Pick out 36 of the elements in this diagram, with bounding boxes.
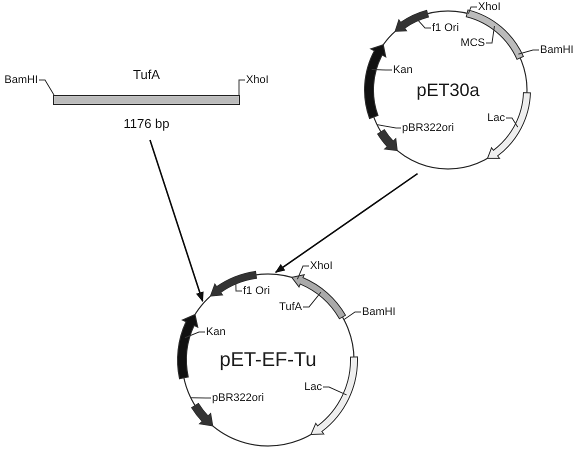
feature-label: f1 Ori (432, 22, 459, 34)
leader-line (190, 397, 212, 398)
arrow (149, 140, 204, 302)
leader-line (371, 69, 392, 70)
leader-line (302, 292, 322, 308)
feature-label: pBR322ori (402, 122, 454, 134)
feature-label: Lac (487, 112, 505, 124)
feature-label: Kan (206, 326, 226, 338)
feature-label: MCS (460, 36, 485, 50)
feature-label: TufA (279, 300, 302, 314)
leader-line (238, 80, 246, 96)
leader-line (322, 386, 348, 396)
plasmid-name: pET30a (416, 79, 480, 101)
leader-line (518, 50, 540, 55)
leader-line (184, 332, 206, 338)
leader-line (343, 312, 362, 320)
arrow (274, 172, 418, 273)
feature-label: BamHI (540, 44, 574, 56)
leader-line (506, 118, 518, 128)
leader-line (376, 124, 402, 128)
leader-line (296, 266, 310, 280)
leader-line (38, 80, 54, 96)
feature-label: BamHI (362, 306, 396, 318)
feature-label: XhoI (310, 260, 333, 272)
feature-label: pBR322ori (212, 392, 264, 404)
leader-line (486, 26, 495, 44)
gene-name: TufA (133, 68, 160, 81)
leader-line (468, 6, 478, 14)
feature-label: f1 Ori (243, 284, 270, 298)
feature-label: BamHI (4, 74, 38, 86)
feature-label: XhoI (246, 74, 269, 86)
plasmid-name: pET-EF-Tu (219, 348, 317, 372)
feature-label: Kan (393, 64, 413, 76)
feature-label: XhoI (478, 0, 501, 14)
feature-label: Lac (304, 380, 322, 394)
length-label: 1176 bp (123, 117, 170, 130)
